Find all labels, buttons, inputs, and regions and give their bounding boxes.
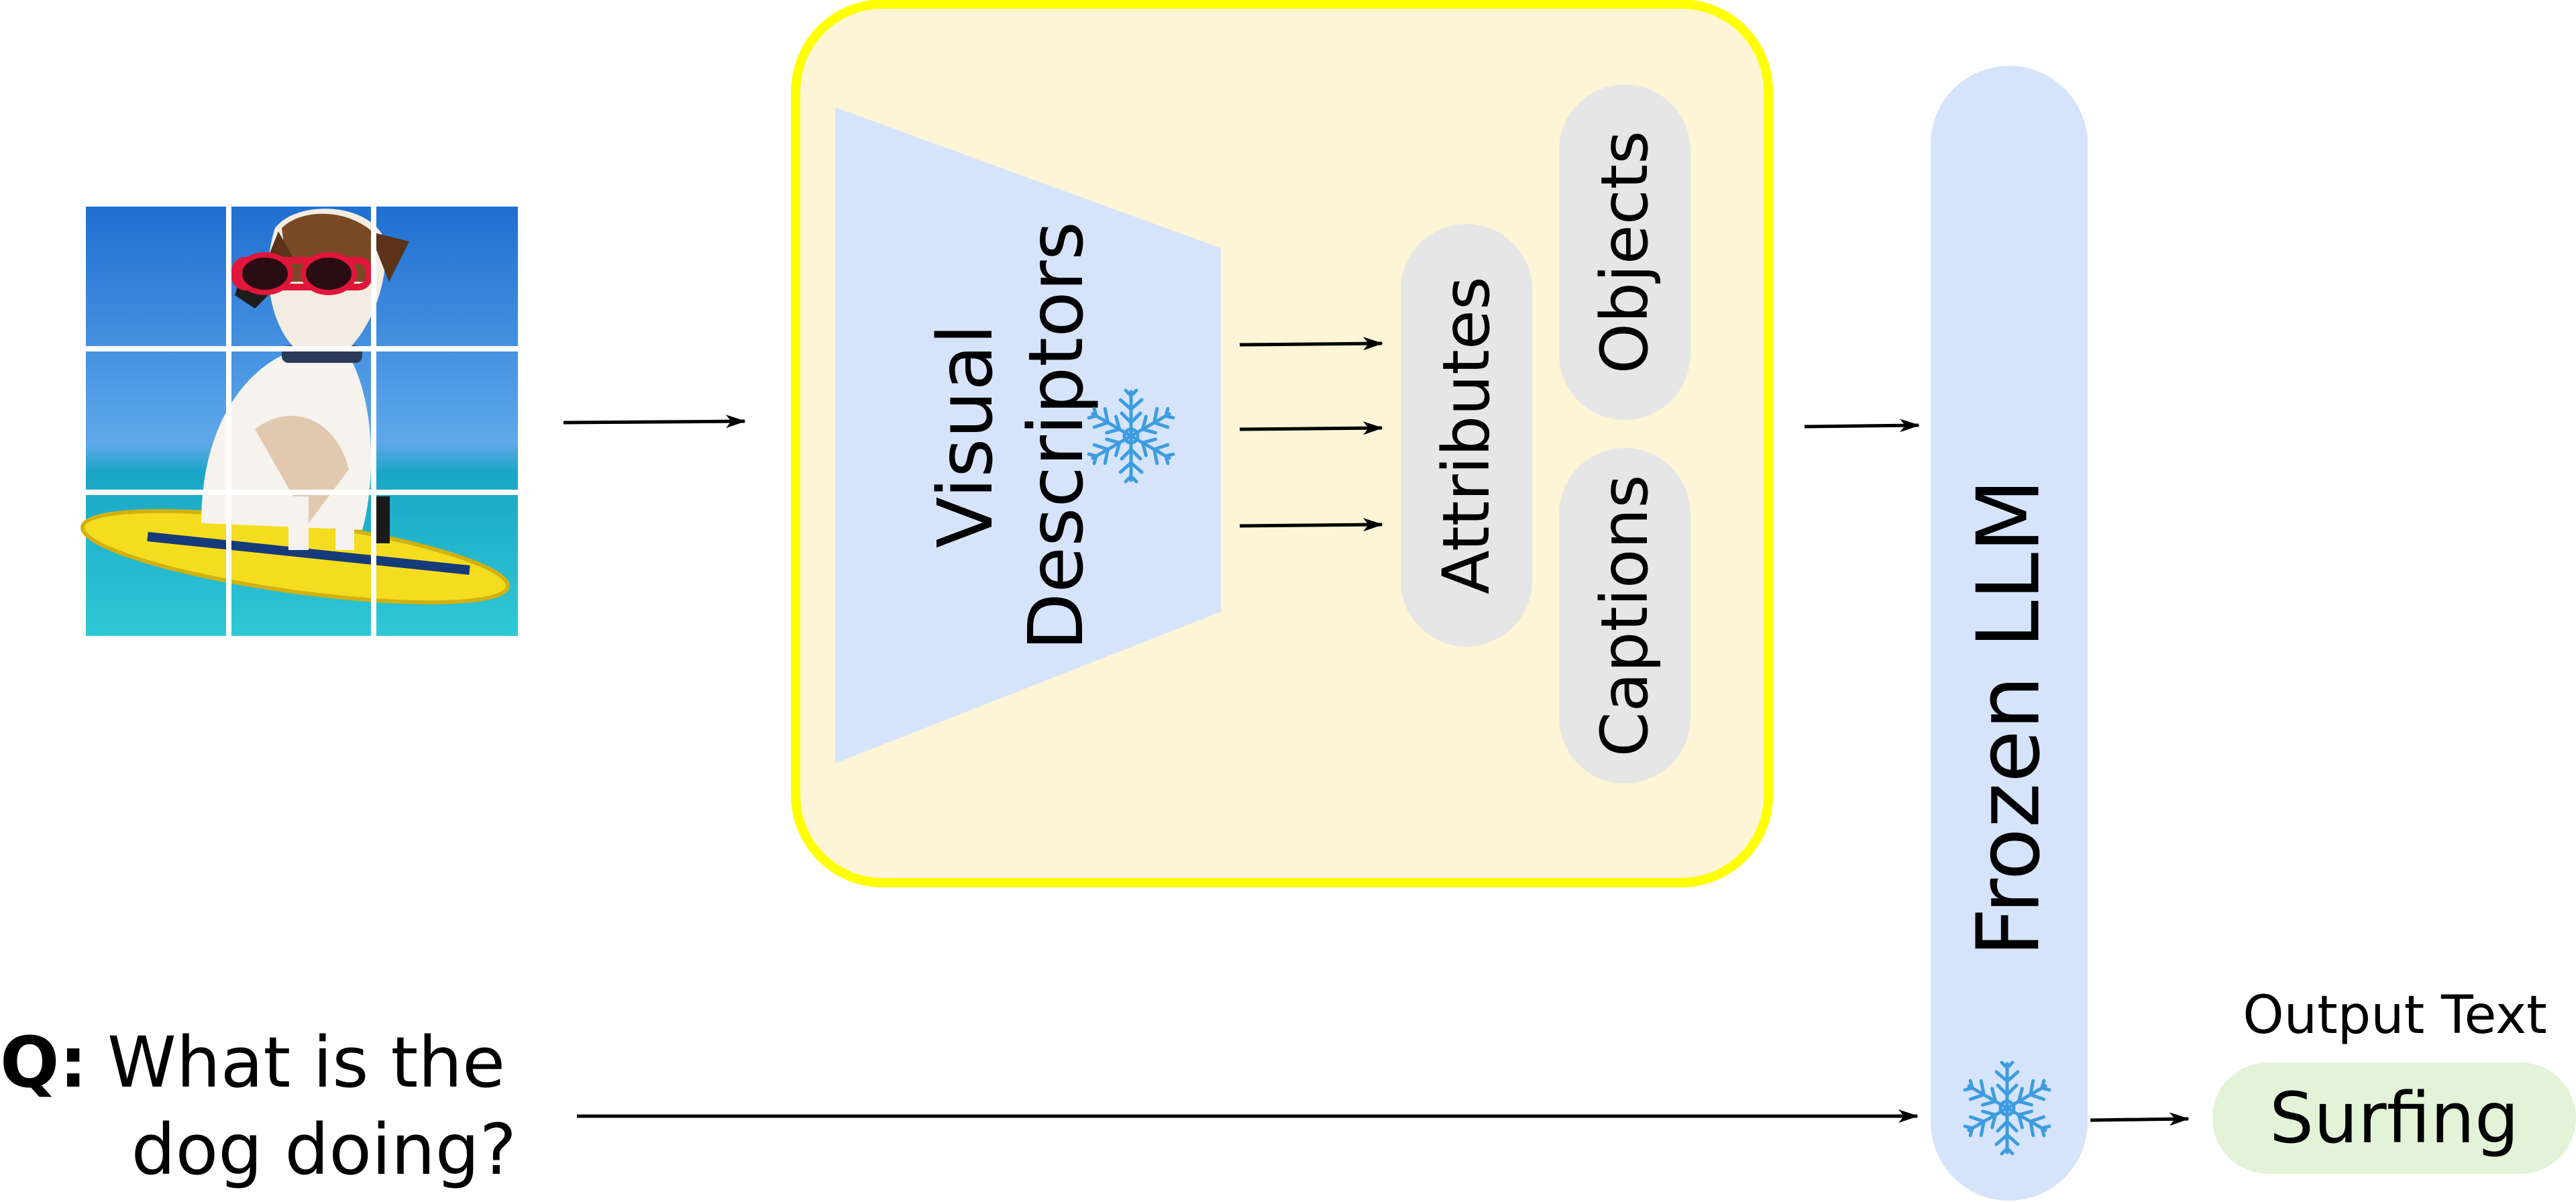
- captions-label: Captions: [1587, 475, 1662, 757]
- objects-label: Objects: [1587, 131, 1662, 374]
- encoder-label-line2: Descriptors: [1013, 221, 1100, 651]
- question-prefix: Q:: [0, 1022, 87, 1103]
- question-text-line1: Q:What is the: [0, 1022, 505, 1103]
- frozen-llm-label: Frozen LLM: [1960, 478, 2059, 957]
- arrow-image-to-module: [564, 421, 745, 423]
- question-line1: What is the: [107, 1022, 505, 1103]
- output-answer: Surfing: [2269, 1077, 2519, 1159]
- input-image: [78, 207, 518, 636]
- arrow-encoder-to-descriptors-2: [1240, 428, 1382, 429]
- arrow-module-to-llm: [1805, 425, 1919, 427]
- output-heading: Output Text: [2243, 985, 2547, 1046]
- arrow-llm-to-output: [2090, 1119, 2188, 1120]
- question-line2: dog doing?: [131, 1109, 517, 1191]
- arrow-encoder-to-descriptors-3: [1240, 525, 1382, 526]
- attributes-label: Attributes: [1429, 276, 1504, 594]
- arrow-encoder-to-descriptors-1: [1240, 343, 1382, 345]
- encoder-label-line1: Visual: [922, 324, 1010, 548]
